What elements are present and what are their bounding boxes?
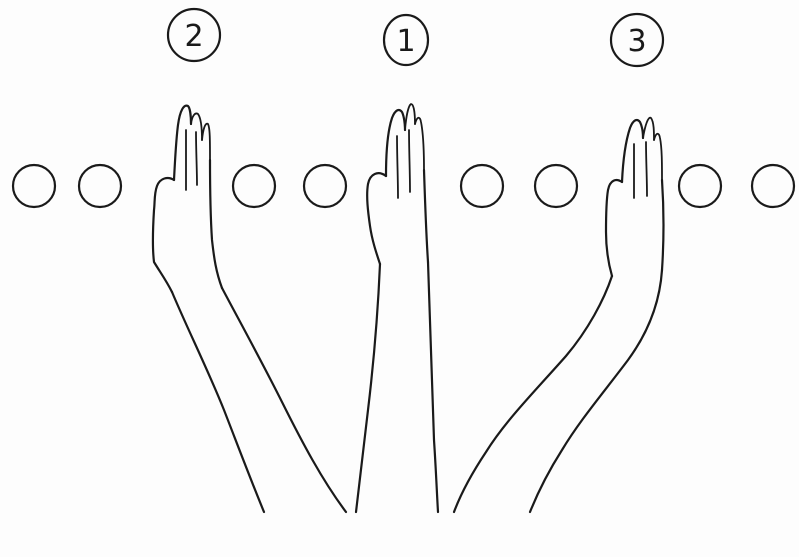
row-circle [233, 165, 275, 207]
row-circle [13, 165, 55, 207]
label-position-2: 2 [168, 9, 220, 61]
label-text-2: 2 [184, 19, 203, 54]
label-text-3: 3 [627, 24, 646, 59]
circle-row [13, 165, 794, 207]
row-circle [535, 165, 577, 207]
arm-position-3 [454, 118, 664, 512]
label-text-1: 1 [396, 24, 415, 59]
row-circle [461, 165, 503, 207]
row-circle [679, 165, 721, 207]
label-position-3: 3 [611, 14, 663, 66]
row-circle [79, 165, 121, 207]
arm-position-1 [356, 104, 438, 512]
label-position-1: 1 [384, 15, 428, 65]
row-circle [752, 165, 794, 207]
row-circle [304, 165, 346, 207]
